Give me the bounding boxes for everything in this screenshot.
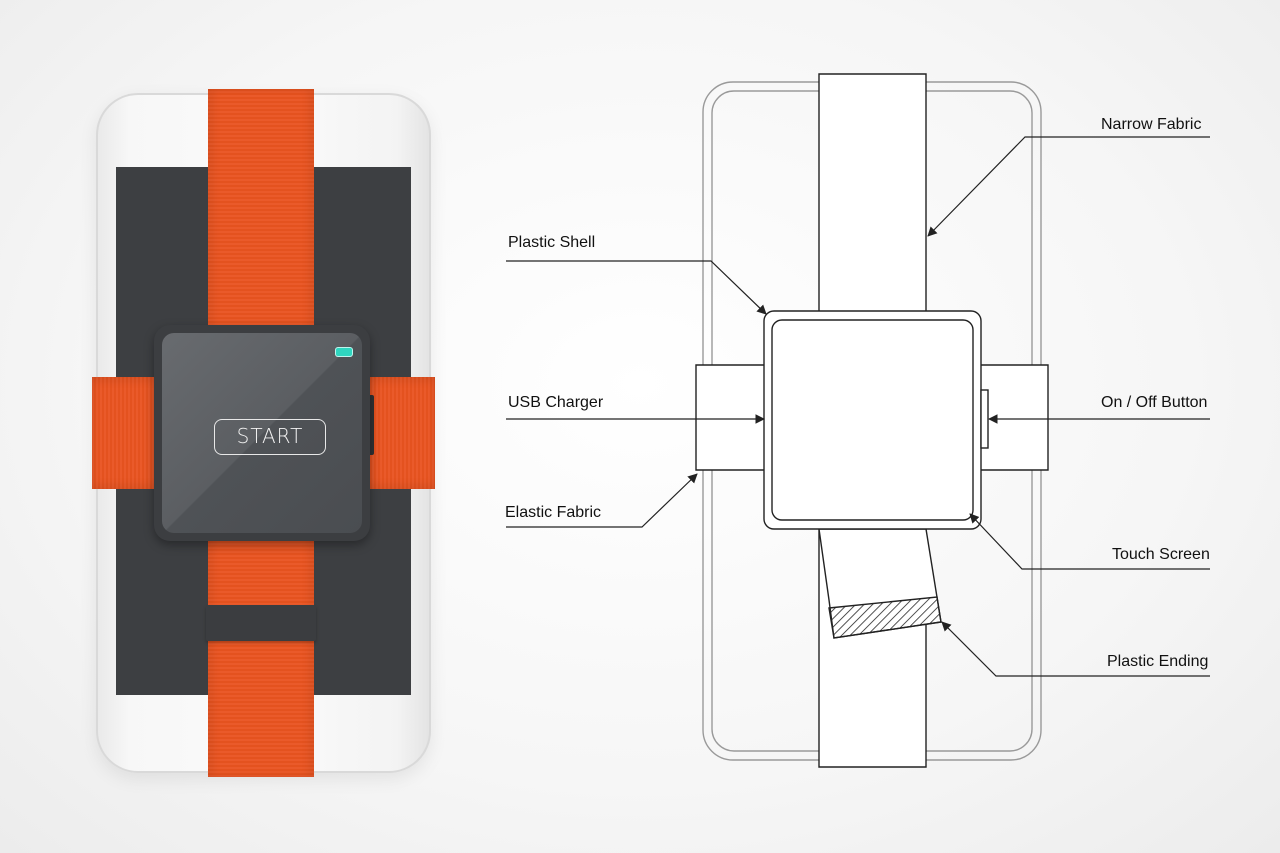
elastic-band-right xyxy=(981,364,1049,471)
leader-plastic-shell xyxy=(506,260,767,315)
device-render: START xyxy=(154,325,370,541)
leader-plastic-ending xyxy=(941,621,1210,677)
label-elastic-fabric: Elastic Fabric xyxy=(505,504,602,521)
label-plastic-ending: Plastic Ending xyxy=(1107,653,1209,670)
plastic-ending-hatch xyxy=(828,596,942,639)
battery-icon xyxy=(336,348,352,356)
strap-top-outline xyxy=(818,73,927,311)
label-usb-charger: USB Charger xyxy=(508,394,604,411)
touch-screen-outline xyxy=(771,319,974,521)
on-off-button-outline xyxy=(980,389,989,449)
label-on-off-button: On / Off Button xyxy=(1101,394,1208,411)
label-plastic-shell: Plastic Shell xyxy=(508,234,596,251)
leader-narrow-fabric xyxy=(927,136,1210,237)
device-side-button xyxy=(368,395,374,455)
plastic-ending-piece xyxy=(206,605,316,641)
label-narrow-fabric: Narrow Fabric xyxy=(1101,116,1202,133)
start-button[interactable]: START xyxy=(214,419,326,455)
leader-touch-screen xyxy=(969,513,1210,570)
label-touch-screen: Touch Screen xyxy=(1112,546,1210,563)
device-touch-screen: START xyxy=(162,333,362,533)
leader-elastic-fabric xyxy=(506,473,698,528)
elastic-band-left xyxy=(695,364,764,471)
